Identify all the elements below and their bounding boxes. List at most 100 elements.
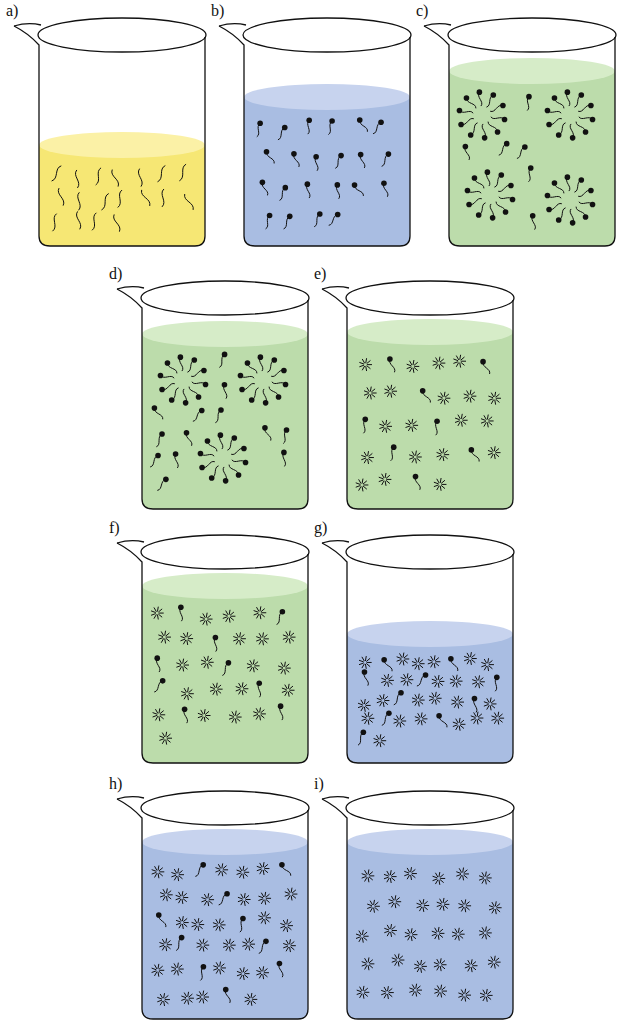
small-micelle (223, 866, 227, 869)
small-micelle (432, 934, 437, 936)
small-micelle (462, 416, 466, 419)
small-micelle (359, 660, 364, 662)
small-micelle (399, 960, 404, 961)
small-micelle (464, 656, 469, 658)
small-micelle (254, 613, 259, 615)
small-micelle (254, 662, 258, 665)
beaker-spout (322, 541, 349, 543)
small-micelle (453, 682, 456, 686)
small-micelle (229, 618, 231, 623)
small-micelle (364, 988, 368, 991)
small-micelle (159, 871, 164, 872)
small-micelle (183, 897, 188, 898)
small-micelle (165, 732, 167, 737)
beaker-spout (14, 24, 41, 26)
small-micelle (290, 633, 294, 636)
small-micelle (461, 362, 465, 365)
small-micelle (437, 966, 440, 970)
small-micelle (439, 456, 442, 460)
small-micelle (207, 656, 209, 661)
surfactant-head (463, 144, 469, 150)
small-micelle (368, 712, 370, 717)
small-micelle (171, 970, 176, 972)
small-micelle (415, 717, 420, 719)
small-micelle (219, 969, 221, 974)
small-micelle (158, 708, 160, 713)
surfactant-head (279, 862, 285, 868)
small-micelle (366, 705, 371, 706)
small-micelle (439, 357, 441, 362)
small-micelle (438, 872, 440, 877)
small-micelle (419, 665, 423, 668)
small-micelle (387, 994, 389, 999)
liquid-surface (244, 84, 410, 110)
small-micelle (457, 696, 459, 701)
small-micelle (459, 718, 461, 723)
small-micelle (290, 638, 294, 641)
small-micelle (262, 966, 264, 971)
small-micelle (255, 665, 260, 666)
small-micelle (288, 927, 292, 930)
small-micelle (196, 998, 201, 1000)
small-micelle (365, 713, 368, 717)
small-micelle (176, 663, 181, 665)
small-micelle (367, 364, 372, 365)
small-micelle (435, 663, 439, 666)
small-micelle (181, 694, 186, 696)
small-micelle (236, 633, 239, 637)
small-micelle (289, 947, 291, 952)
small-micelle (367, 394, 370, 398)
small-micelle (178, 970, 182, 973)
small-micelle (244, 868, 248, 871)
small-micelle (218, 689, 223, 690)
surfactant-head (464, 95, 470, 101)
small-micelle (478, 719, 482, 722)
surfactant-head (510, 197, 516, 203)
small-micelle (361, 700, 364, 704)
small-micelle (285, 664, 289, 667)
small-micelle (435, 658, 439, 661)
small-micelle (362, 359, 365, 363)
beaker-wall (424, 26, 615, 246)
small-micelle (482, 927, 485, 931)
small-micelle (368, 965, 370, 970)
small-micelle (438, 396, 443, 398)
small-micelle (487, 698, 490, 702)
small-micelle (445, 399, 449, 402)
small-micelle (180, 636, 185, 638)
small-micelle (480, 996, 485, 998)
oil-molecule (112, 170, 119, 187)
small-micelle (365, 366, 367, 371)
surfactant-head (272, 357, 278, 363)
small-micelle (484, 415, 487, 419)
small-micelle (434, 963, 439, 965)
small-micelle (187, 687, 189, 692)
small-micelle (250, 940, 254, 943)
small-micelle (239, 690, 242, 694)
small-micelle (471, 396, 476, 397)
small-micelle (454, 696, 457, 700)
small-micelle (266, 899, 270, 902)
small-micelle (199, 920, 203, 923)
small-micelle (388, 994, 392, 997)
small-micelle (159, 613, 164, 614)
small-micelle (459, 363, 461, 368)
small-micelle (392, 876, 397, 877)
small-micelle (184, 688, 187, 692)
small-micelle (229, 718, 234, 720)
small-micelle (362, 874, 367, 876)
liquid (347, 332, 513, 509)
small-micelle (241, 635, 245, 638)
small-micelle (421, 720, 423, 725)
small-micelle (433, 879, 438, 881)
surfactant-head (182, 706, 188, 712)
small-micelle (179, 876, 183, 879)
small-micelle (471, 967, 473, 972)
small-micelle (230, 617, 234, 620)
small-micelle (392, 930, 397, 931)
small-micelle (292, 895, 296, 898)
surfactant-head (281, 450, 287, 456)
small-micelle (245, 945, 248, 949)
surfactant-head (436, 713, 442, 719)
small-micelle (160, 716, 164, 719)
